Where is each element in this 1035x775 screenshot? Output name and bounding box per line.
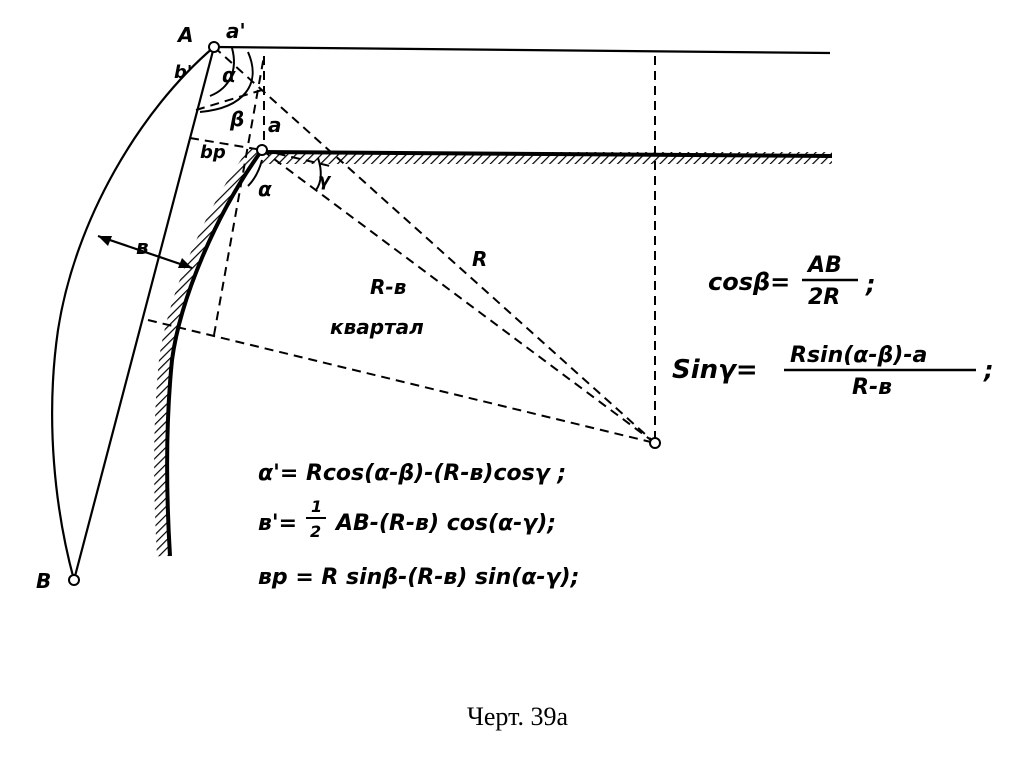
formula-b-prime-rhs: AB-(R-в) cos(α-γ); <box>334 511 556 536</box>
beta-dash <box>195 89 263 111</box>
label-R-minus-b: R-в <box>370 275 406 299</box>
vertical-dash-left <box>213 55 265 336</box>
alpha-arc-lower <box>247 159 263 187</box>
outer-arc-AB <box>51 46 215 581</box>
beta-arc <box>199 51 254 113</box>
radius-line-R <box>213 46 656 444</box>
label-a: a <box>268 113 282 137</box>
label-bp: bp <box>200 142 226 163</box>
figure-caption: Черт. 39а <box>466 702 569 731</box>
label-b-prime: b' <box>174 62 192 83</box>
quarter-line <box>147 319 656 444</box>
label-a-prime: a' <box>226 19 246 43</box>
center-point <box>649 437 661 449</box>
label-kvartal: квартал <box>330 315 424 339</box>
bp-dash <box>189 137 263 151</box>
formula-b-prime-lhs: в'= <box>258 511 297 536</box>
hatched-boundary-curve <box>154 146 260 557</box>
label-alpha-lower: α <box>258 177 272 201</box>
gamma-arc <box>315 157 322 191</box>
point-A <box>208 41 220 53</box>
arrow-head-right <box>178 258 192 268</box>
formula-sin-gamma-num: Rsin(α-β)-a <box>790 343 927 368</box>
radius-line-R-minus-b <box>261 149 656 444</box>
horizontal-boundary-line <box>261 150 833 158</box>
formula-cos-beta-end: ; <box>865 270 876 298</box>
label-alpha-top: α <box>222 63 236 87</box>
label-gamma: γ <box>318 170 332 191</box>
label-b: в <box>136 235 149 259</box>
formula-b-prime-den: 2 <box>310 522 321 541</box>
label-B: B <box>36 569 51 593</box>
formula-a-prime: α'= Rcos(α-β)-(R-в)cosγ ; <box>258 461 566 486</box>
curved-boundary-line <box>165 148 264 557</box>
formula-cos-beta-num: AB <box>806 253 842 278</box>
alpha-arc-top <box>209 47 235 97</box>
point-B <box>68 574 80 586</box>
label-beta: β <box>229 107 244 131</box>
label-A: A <box>176 23 193 47</box>
formula-sin-gamma-lhs: Sinγ= <box>672 355 758 385</box>
formula-cos-beta-lhs: cosβ= <box>708 268 790 296</box>
gamma-dash <box>261 149 331 167</box>
chord-AB <box>72 46 216 581</box>
formula-sin-gamma-end: ; <box>983 356 994 384</box>
formula-sin-gamma-den: R-в <box>852 375 892 400</box>
formula-cos-beta-den: 2R <box>808 285 840 310</box>
label-R: R <box>472 247 487 271</box>
formula-bp: вр = R sinβ-(R-в) sin(α-γ); <box>258 565 579 590</box>
point-a <box>256 144 268 156</box>
arrow-head-left <box>98 236 112 246</box>
top-boundary-line <box>213 45 831 55</box>
width-arrow-b <box>97 234 193 270</box>
formula-b-prime-num: 1 <box>311 497 322 516</box>
